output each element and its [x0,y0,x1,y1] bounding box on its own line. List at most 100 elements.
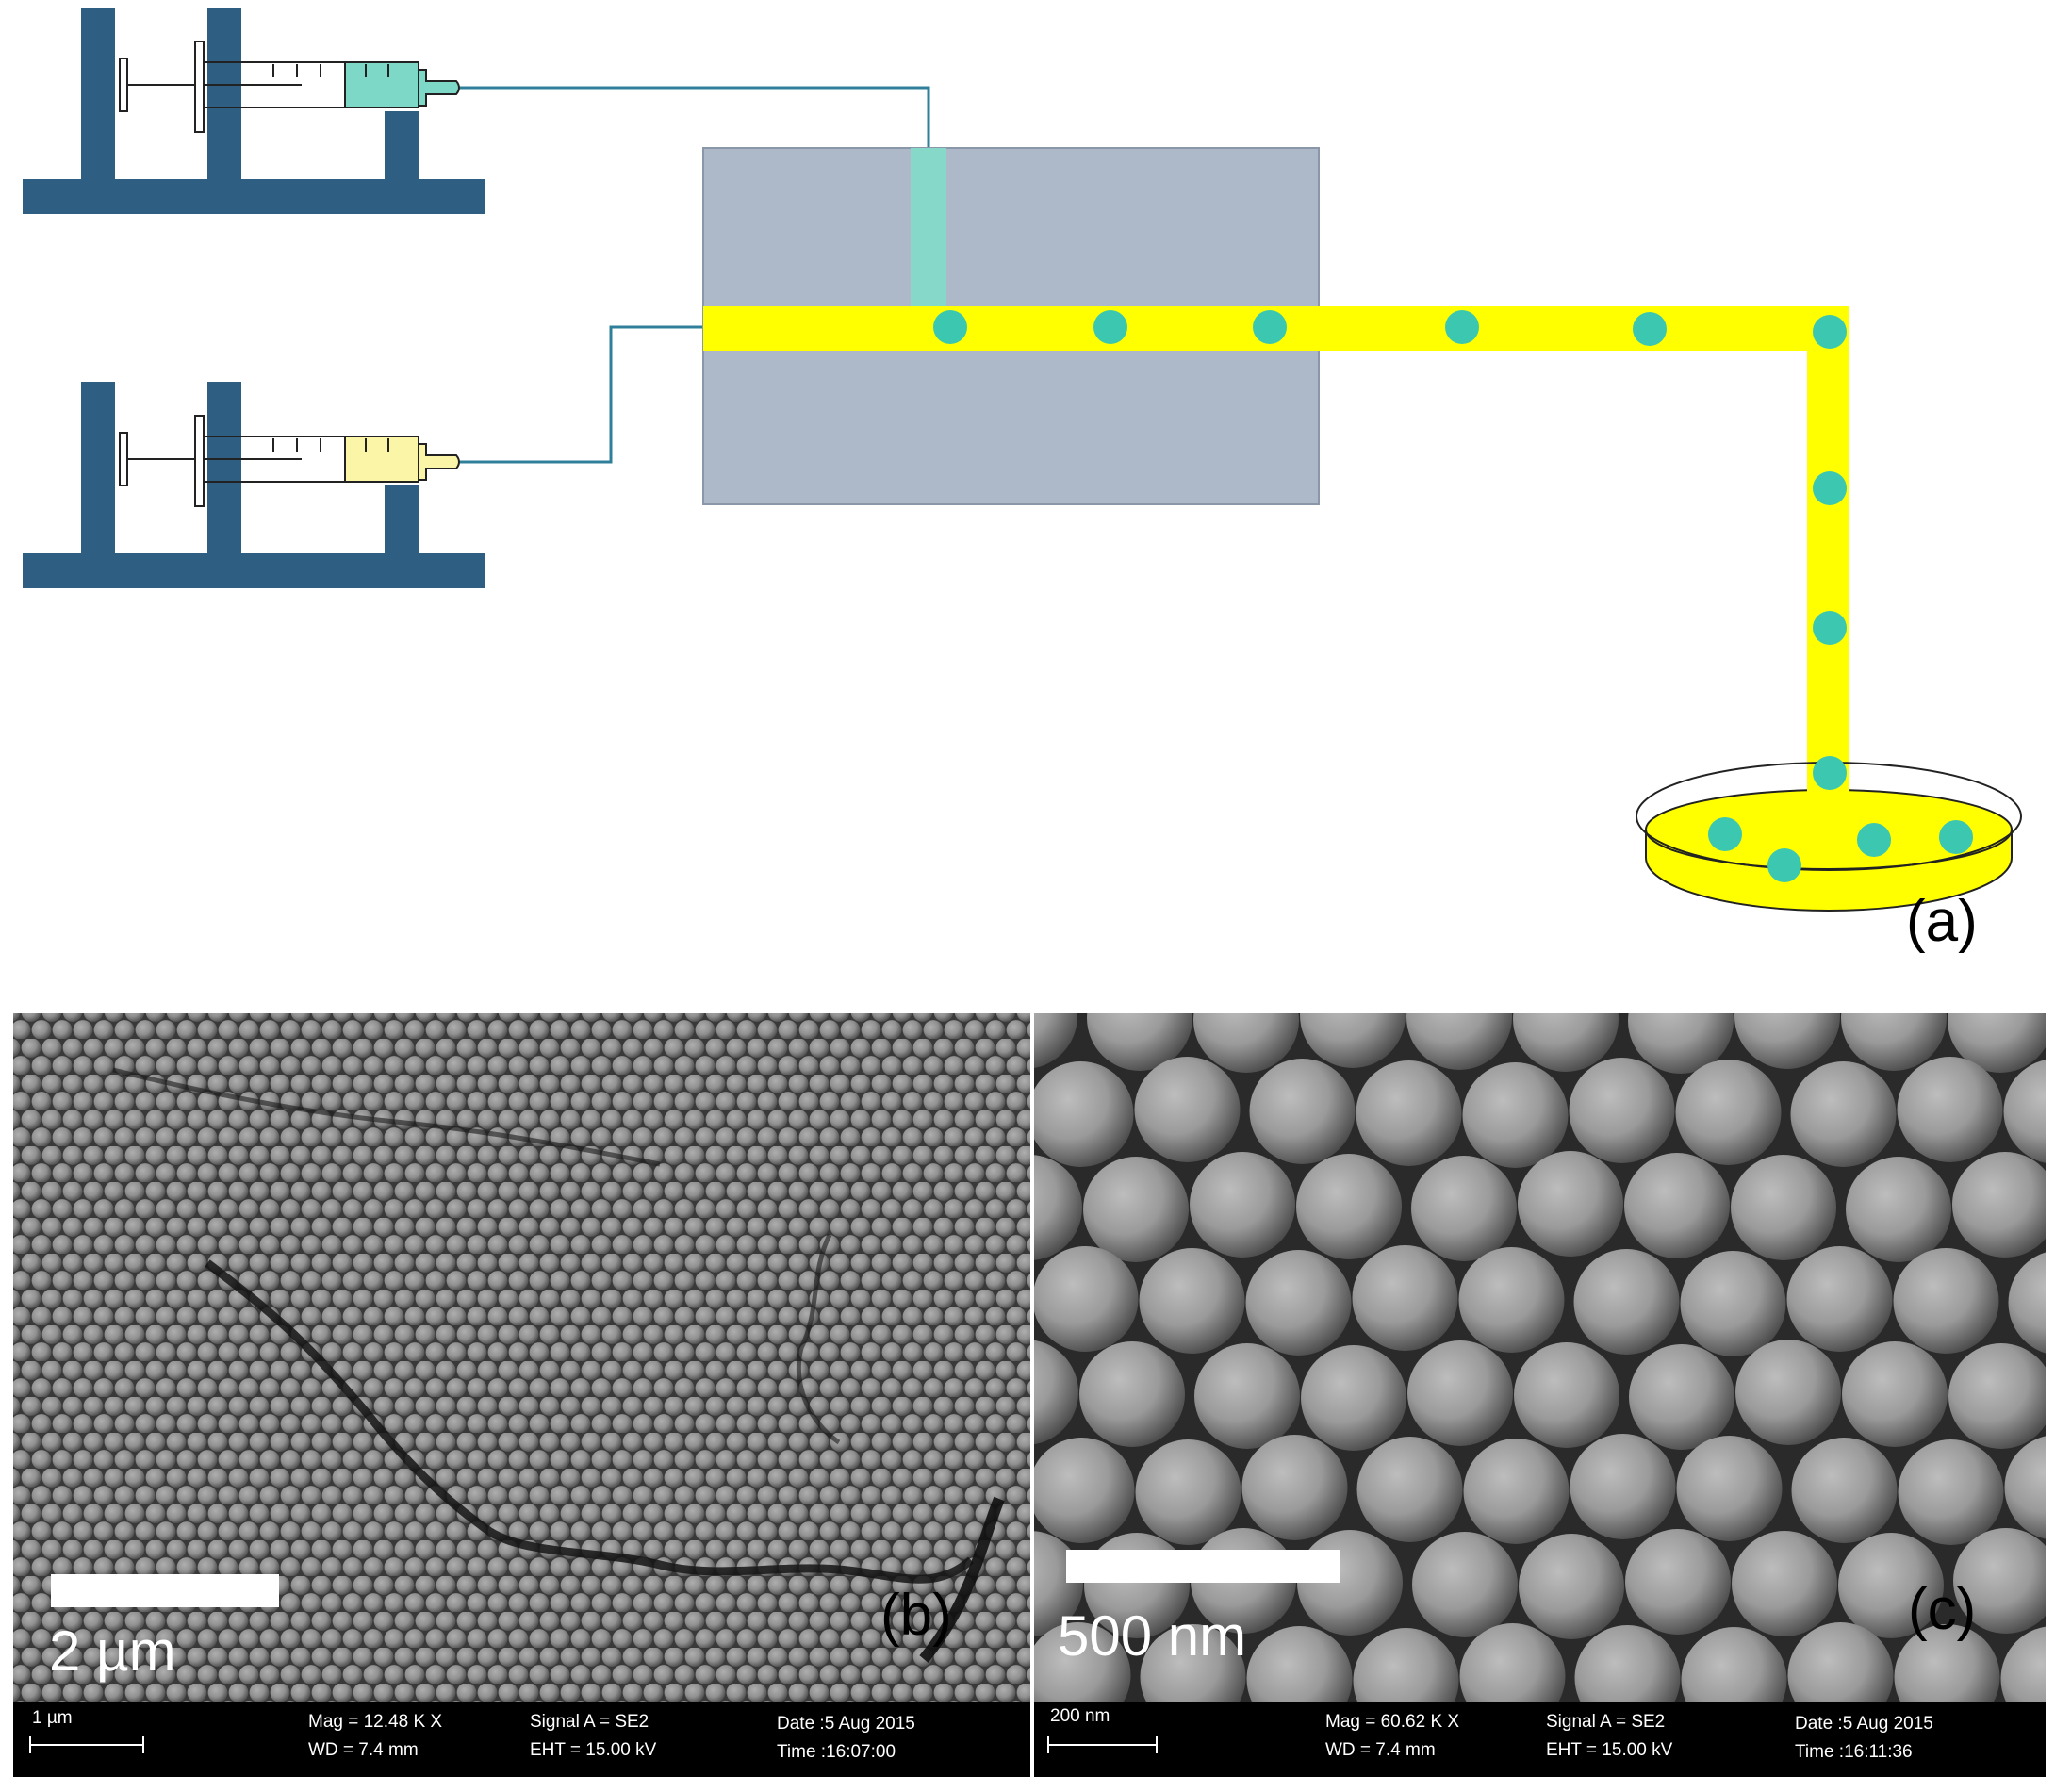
sem-sphere [1459,1623,1566,1702]
barrel-flange [194,41,205,133]
pump-base [23,179,485,214]
droplet [1813,756,1847,790]
sem-sphere [2008,1252,2046,1354]
sem-sphere [1296,1154,1402,1259]
panel-b-sem-image: 2 µm (b) 1 µm Mag = 12.48 K X WD = 7.4 m… [13,1013,1031,1777]
droplets [933,310,1973,882]
scale-bar [1066,1550,1340,1583]
sem-sphere [1033,1061,1134,1167]
sem-sphere [1033,1246,1139,1352]
plunger-flange [119,58,128,112]
sem-databar [1033,1702,2046,1777]
databar-scale-marker [29,1736,144,1753]
sem-sphere [1790,1061,1897,1167]
panel-separator [1030,1013,1034,1777]
sem-sphere [1356,1437,1463,1542]
sem-sphere [1573,1249,1680,1355]
sem-crack [919,1496,1005,1663]
syringe-nozzle [418,443,460,481]
collection-dish [1636,762,2022,912]
databar-signal: Signal A = SE2 [1546,1712,1665,1732]
sem-sphere [1519,1534,1624,1639]
sem-sphere [1194,1343,1300,1449]
databar-time: Time :16:07:00 [777,1742,896,1762]
databar-eht: EHT = 15.00 kV [1546,1740,1673,1760]
sem-sphere [1411,1156,1517,1261]
sem-sphere [1134,1057,1241,1162]
databar-date: Date :5 Aug 2015 [777,1714,915,1734]
sem-sphere [1518,1151,1623,1257]
sem-sphere [1135,1439,1241,1545]
sem-sphere [1458,1247,1565,1353]
sem-sphere [1574,1625,1681,1702]
droplet [1445,310,1479,344]
droplet [1813,471,1847,505]
sem-sphere [1569,1058,1675,1163]
sem-sphere [1842,1341,1948,1447]
sem-sphere [1948,1013,2046,1073]
sem-sphere [1246,1626,1353,1702]
pump-post-right [385,111,419,179]
sem-sphere [1732,1531,1837,1636]
sem-sphere [1140,1624,1246,1702]
sem-sphere [1681,1627,1787,1702]
databar-eht: EHT = 15.00 kV [530,1740,657,1760]
sem-sphere [1675,1060,1782,1165]
sem-sphere [1514,1342,1619,1448]
sem-sphere [1083,1157,1189,1262]
sem-sphere [1680,1251,1786,1356]
sem-sphere [1241,1435,1348,1540]
sem-sphere [1791,1438,1898,1543]
droplet [1253,310,1287,344]
sem-sphere [1513,1013,1619,1072]
sem-sphere [1846,1157,1951,1262]
sem-sphere [1356,1060,1462,1166]
sem-sphere [1033,1340,1078,1445]
scale-bar-label: 2 µm [49,1619,176,1683]
sem-sphere [2003,1060,2046,1163]
outlet-channel-vertical [1807,306,1849,808]
sem-sphere [1948,1343,2046,1449]
yellow-fluid-reservoir [344,436,419,483]
databar-mag: Mag = 60.62 K X [1325,1712,1459,1732]
sem-sphere [1629,1344,1734,1450]
panel-c-sem-image: 500 nm (c) 200 nm Mag = 60.62 K X WD = 7… [1033,1013,2046,1777]
pump-post-middle [207,8,241,179]
sem-sphere [1731,1155,1836,1260]
sem-sphere [1412,1532,1518,1637]
sem-crack [205,1259,974,1584]
panel-a-schematic: (a) [23,8,2022,954]
sem-sphere [1463,1439,1570,1544]
tubing-bottom [460,325,703,464]
sem-sphere [1953,1528,2046,1634]
sem-sphere [1033,1438,1135,1543]
sem-sphere [1407,1340,1513,1446]
sem-sphere [1628,1013,1734,1074]
droplet [1093,310,1127,344]
databar-wd: WD = 7.4 mm [308,1740,419,1760]
sem-sphere [1139,1248,1245,1354]
scale-bar [51,1574,279,1607]
teal-fluid-reservoir [344,61,419,108]
sem-sphere [1897,1057,2003,1162]
syringe-nozzle [418,69,460,107]
droplet [1939,820,1973,854]
sem-sphere [1249,1059,1356,1164]
sem-sphere [1734,1013,1840,1069]
sem-sphere [1406,1013,1512,1070]
sem-sphere [1787,1622,1894,1702]
sem-crack [796,1233,841,1445]
sem-sphere [1033,1013,1077,1069]
sem-sphere [1352,1245,1458,1351]
droplet [1813,315,1847,349]
databar-date: Date :5 Aug 2015 [1795,1714,1933,1734]
sem-sphere [1841,1013,1947,1071]
sem-sphere [1245,1250,1352,1356]
sem-sphere [1353,1628,1459,1702]
syringe-pump-bottom [23,382,485,588]
sem-databar [13,1702,1031,1777]
sem-sphere [1193,1013,1299,1073]
droplet [1813,611,1847,645]
sem-sphere [1033,1622,1131,1702]
